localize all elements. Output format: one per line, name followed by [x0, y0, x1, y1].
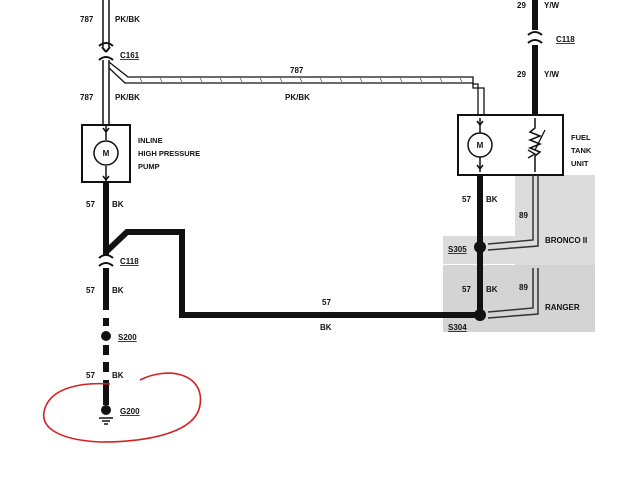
right-top-circuit-label: 29	[517, 1, 526, 10]
right-mid-color-label: Y/W	[544, 70, 560, 79]
left-57c-color-label: BK	[112, 371, 124, 380]
right-57b-color-label: BK	[486, 285, 498, 294]
c118-right-label: C118	[556, 35, 575, 44]
svg-text:FUEL: FUEL	[571, 133, 591, 142]
svg-text:TANK: TANK	[571, 146, 592, 155]
sender-b-circuit-label: 89	[519, 283, 528, 292]
ranger-shaded-region	[443, 265, 595, 332]
svg-text:HIGH PRESSURE: HIGH PRESSURE	[138, 149, 200, 158]
svg-text:INLINE: INLINE	[138, 136, 163, 145]
s304-label: S304	[448, 323, 467, 332]
bottom-circuit-label: 57	[322, 298, 331, 307]
s305-splice	[474, 241, 486, 253]
ranger-label: RANGER	[545, 303, 580, 312]
bronco-label: BRONCO II	[545, 236, 587, 245]
tank-label: FUEL TANK UNIT	[571, 133, 592, 168]
cross-787-wire	[108, 61, 485, 115]
c118-right-connector	[527, 31, 543, 44]
left-top-circuit-label: 787	[80, 15, 94, 24]
left-mid-color-label: PK/BK	[115, 93, 140, 102]
red-annotation-circle	[42, 372, 202, 443]
svg-text:UNIT: UNIT	[571, 159, 589, 168]
cross-circuit-label: 787	[290, 66, 304, 75]
s200-label: S200	[118, 333, 137, 342]
cross-color-label: PK/BK	[285, 93, 310, 102]
left-787-wire	[102, 0, 110, 125]
s305-label: S305	[448, 245, 467, 254]
branch-57-wire	[103, 229, 480, 318]
sender-resistor-symbol	[527, 118, 543, 172]
sender-a-circuit-label: 89	[519, 211, 528, 220]
s304-splice	[474, 309, 486, 321]
left-57b-circuit-label: 57	[86, 286, 95, 295]
c161-connector	[98, 42, 114, 61]
fuel-tank-unit-box: M	[457, 114, 564, 176]
g200-ground-symbol	[99, 390, 113, 425]
left-57c-circuit-label: 57	[86, 371, 95, 380]
right-57a-circuit-label: 57	[462, 195, 471, 204]
left-mid-circuit-label: 787	[80, 93, 94, 102]
right-top-color-label: Y/W	[544, 1, 560, 10]
cross-wire-hatch	[139, 77, 463, 83]
sender-89-wire-bronco	[487, 175, 539, 251]
left-57b-color-label: BK	[112, 286, 124, 295]
left-57a-circuit-label: 57	[86, 200, 95, 209]
s200-splice	[101, 331, 111, 341]
c118-left-label: C118	[120, 257, 139, 266]
right-57a-color-label: BK	[486, 195, 498, 204]
sender-89-wire-ranger	[487, 268, 539, 319]
left-57a-color-label: BK	[112, 200, 124, 209]
inline-pump-box: M	[81, 124, 131, 183]
c118-left-connector	[98, 254, 114, 267]
g200-label: G200	[120, 407, 140, 416]
left-top-color-label: PK/BK	[115, 15, 140, 24]
pump-label: INLINE HIGH PRESSURE PUMP	[138, 136, 200, 171]
right-57b-circuit-label: 57	[462, 285, 471, 294]
bottom-color-label: BK	[320, 323, 332, 332]
tank-motor-symbol: M	[477, 141, 484, 150]
svg-text:PUMP: PUMP	[138, 162, 160, 171]
right-mid-circuit-label: 29	[517, 70, 526, 79]
c161-label: C161	[120, 51, 140, 60]
pump-motor-symbol: M	[103, 149, 110, 158]
